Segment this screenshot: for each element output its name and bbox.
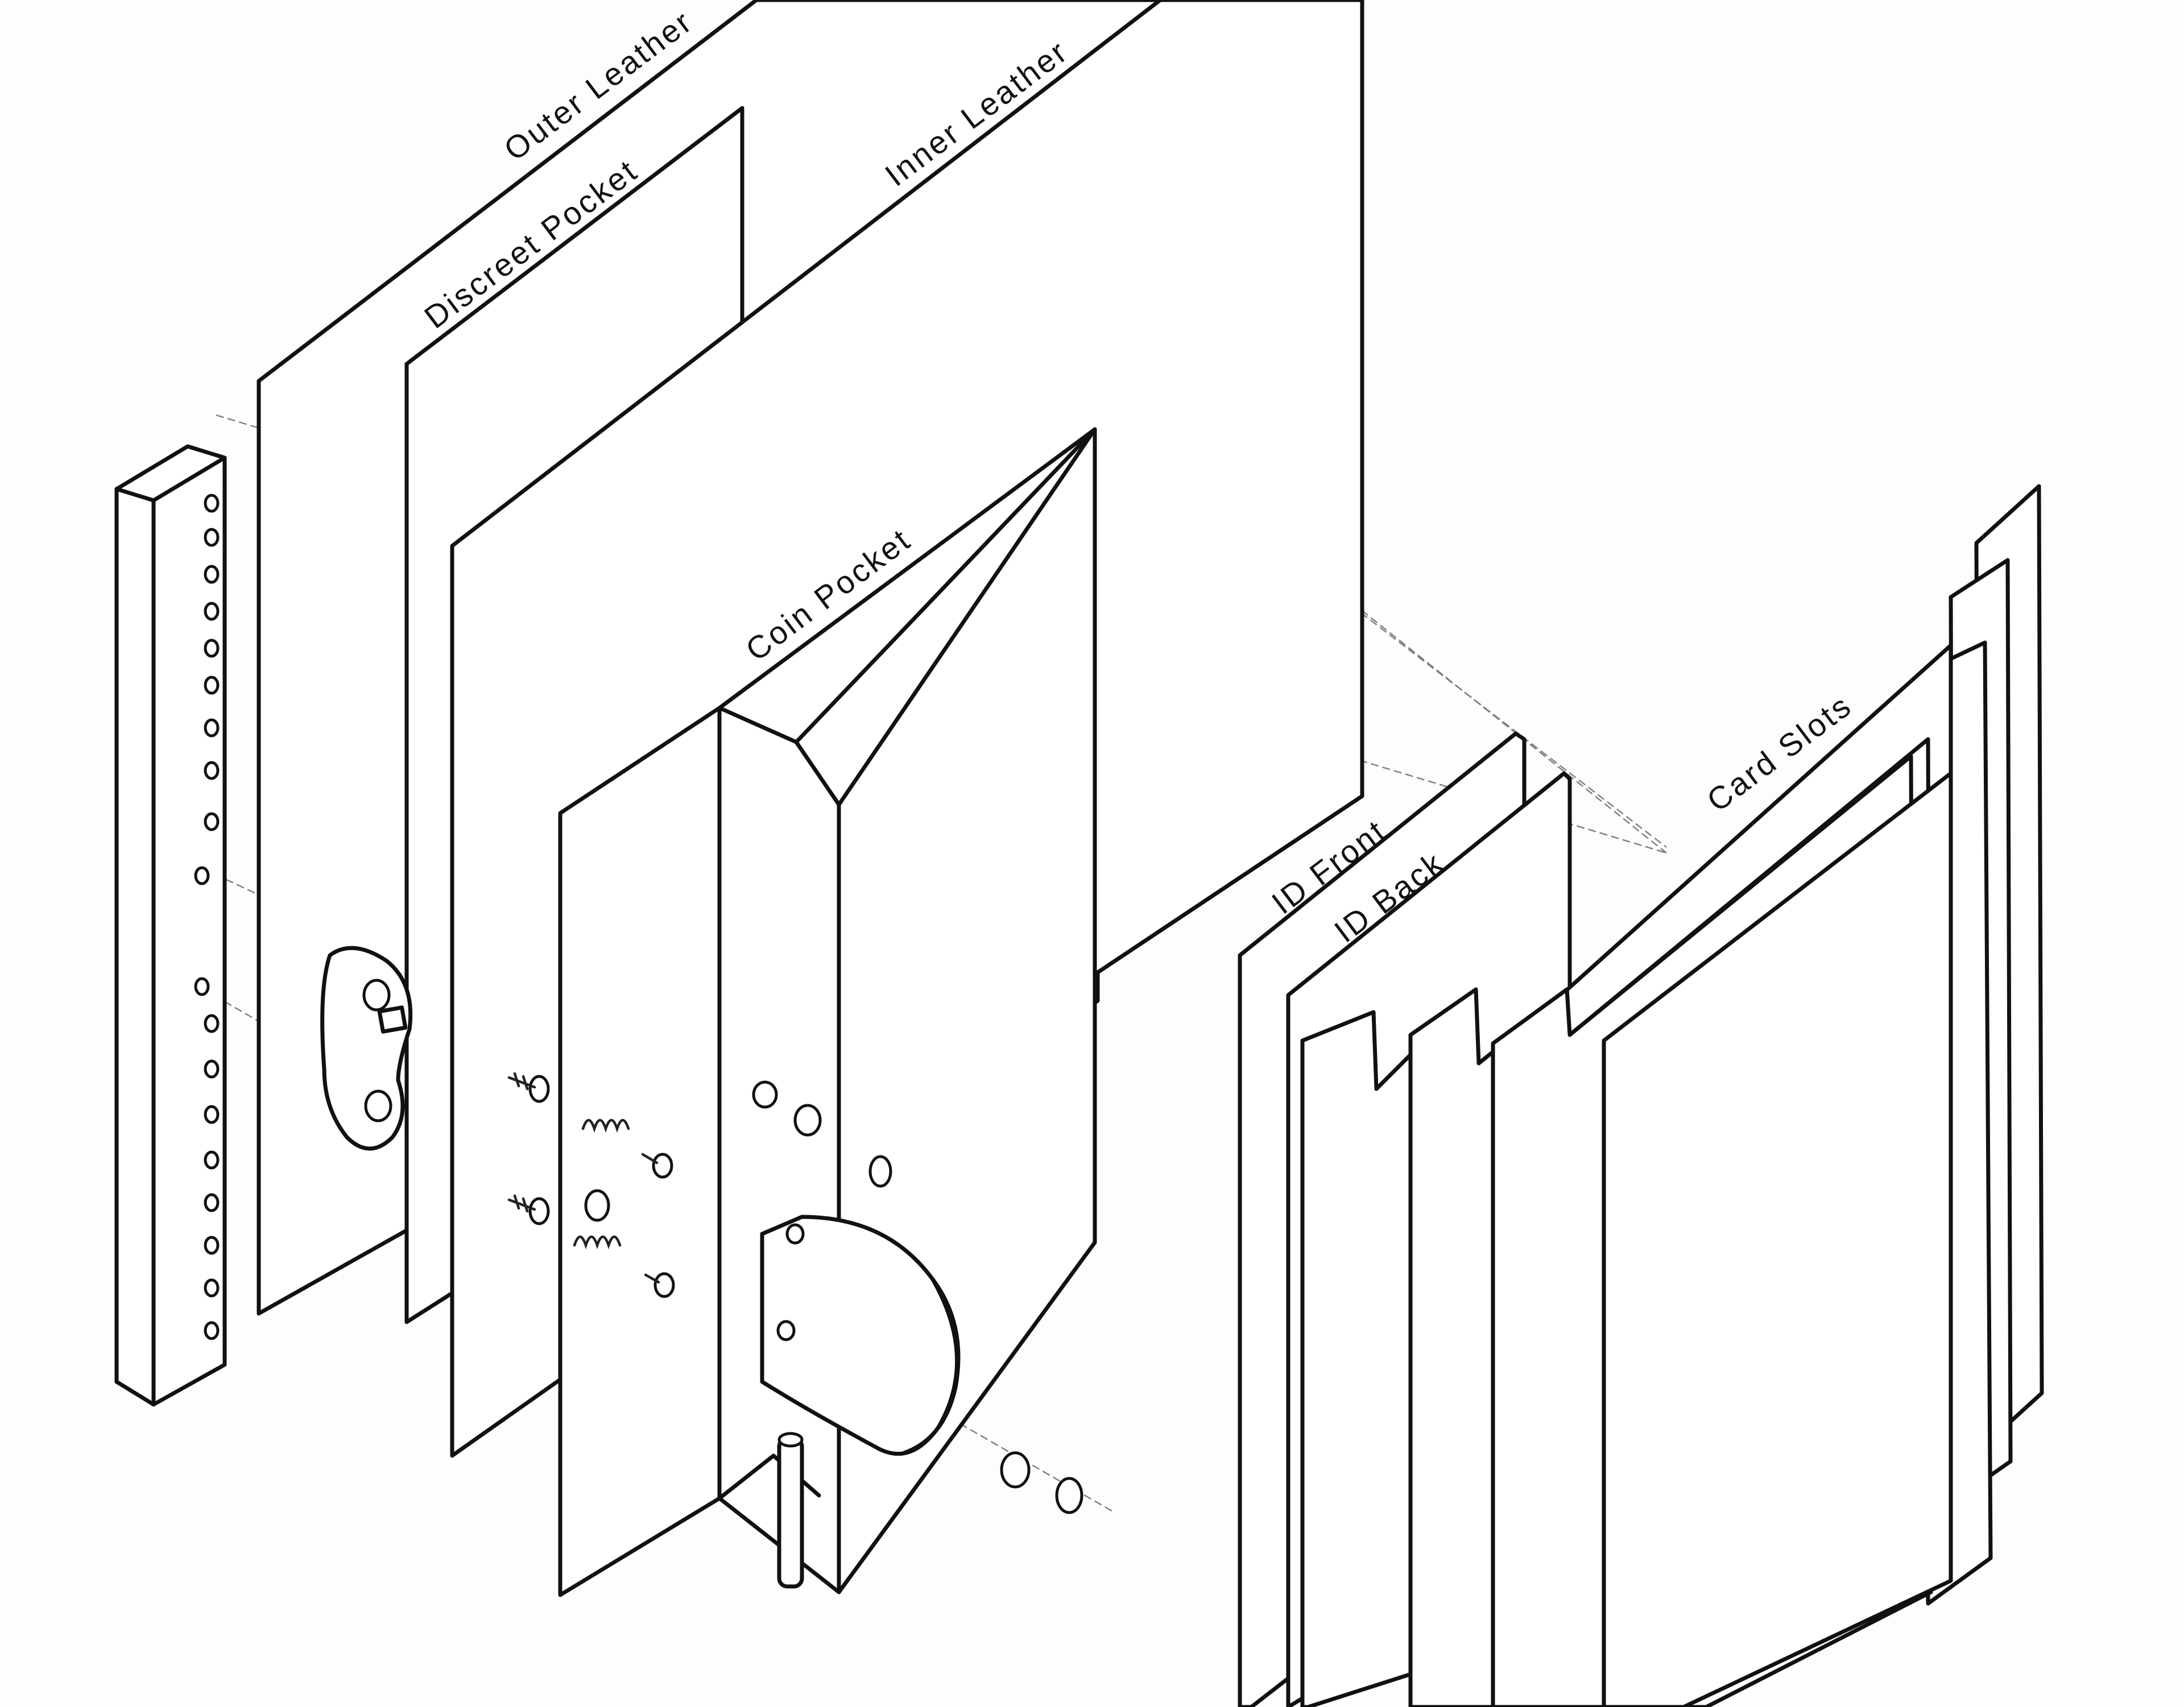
washer-e [1000,1451,1031,1489]
rail-holes [194,494,220,1340]
washer-f [1055,1477,1083,1514]
bolt-upper [641,1153,673,1179]
hinge-rail [114,444,227,1407]
screw-lower [507,1194,550,1225]
latch-disc [760,1215,961,1456]
washer-d [868,1155,892,1188]
pull-tab [777,1432,804,1589]
card-slot-window [1602,771,1953,1707]
spring-lower [573,1235,622,1250]
washer-c [793,1104,822,1137]
card-slots [1300,484,2044,1707]
bolt-lower [644,1272,675,1298]
screw-upper [507,1072,550,1103]
washer-b [752,1080,778,1109]
spring-upper [581,1118,630,1133]
latch-bracket [320,946,413,1151]
fasteners [507,1072,1083,1514]
washer-a [584,1189,610,1222]
